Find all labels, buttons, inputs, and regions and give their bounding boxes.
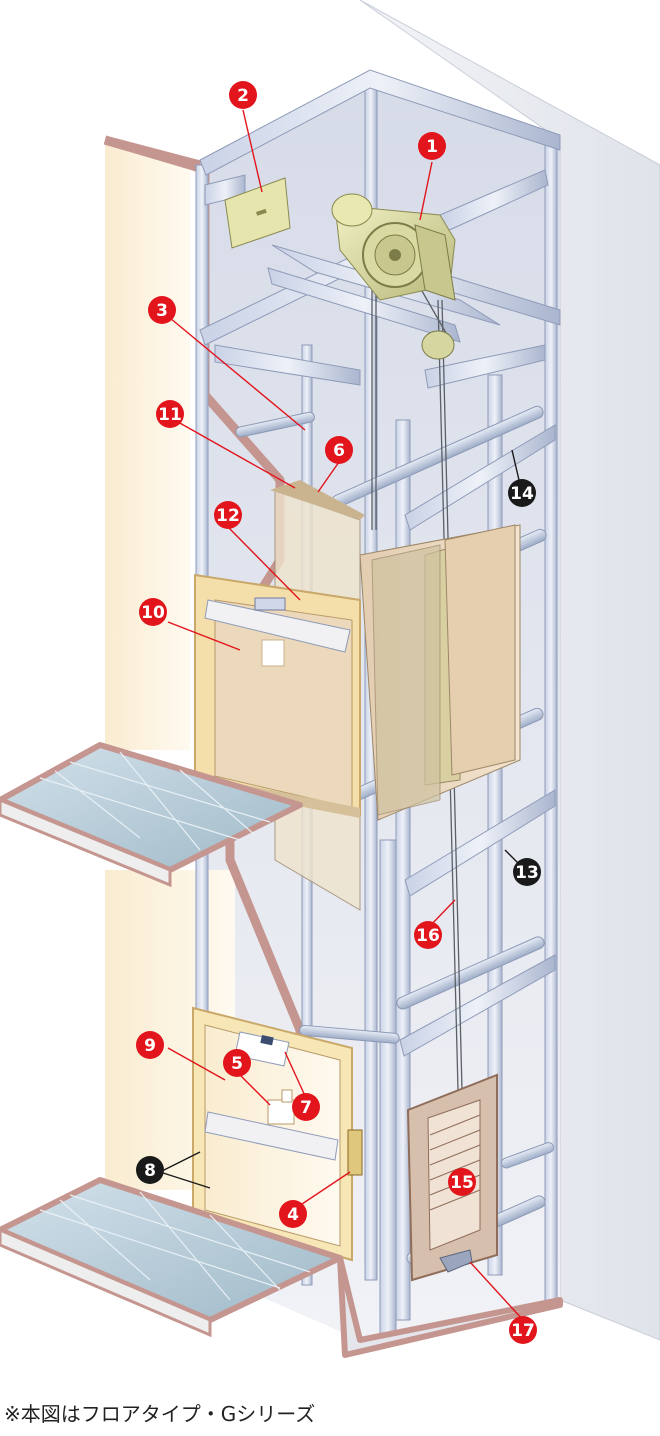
left-wall: [105, 140, 190, 750]
marker-number: 13: [515, 863, 539, 883]
marker-17: 17: [509, 1316, 537, 1344]
marker-number: 5: [231, 1054, 243, 1074]
marker-circle: [325, 436, 353, 464]
marker-number: 10: [141, 603, 165, 623]
marker-number: 1: [426, 137, 438, 157]
marker-number: 2: [237, 86, 249, 106]
marker-5: 5: [223, 1049, 251, 1077]
marker-number: 6: [333, 441, 345, 461]
marker-1: 1: [418, 132, 446, 160]
upper-floor-slab: [0, 742, 303, 888]
marker-circle: [156, 400, 184, 428]
marker-9: 9: [136, 1031, 164, 1059]
marker-number: 11: [158, 405, 182, 425]
marker-circle: [513, 858, 541, 886]
traction-machine: [331, 193, 456, 360]
marker-circle: [136, 1031, 164, 1059]
leader-lines: [167, 109, 524, 1321]
marker-3: 3: [148, 296, 176, 324]
marker-number: 17: [511, 1321, 535, 1341]
marker-13: 13: [513, 858, 541, 886]
lower-floor-slab: [0, 1177, 563, 1358]
marker-circle: [414, 921, 442, 949]
marker-12: 12: [214, 501, 242, 529]
marker-circle: [214, 501, 242, 529]
marker-number: 9: [144, 1036, 156, 1056]
marker-number: 16: [416, 926, 440, 946]
marker-2: 2: [229, 81, 257, 109]
marker-circle: [223, 1049, 251, 1077]
right-wall: [359, 0, 660, 1341]
marker-circle: [292, 1093, 320, 1121]
marker-4: 4: [279, 1200, 307, 1228]
marker-number: 3: [156, 301, 168, 321]
marker-16: 16: [414, 921, 442, 949]
figure-caption: ※本図はフロアタイプ・Gシリーズ: [4, 1402, 316, 1426]
marker-number: 12: [216, 506, 240, 526]
marker-number: 14: [510, 484, 534, 504]
marker-number: 15: [450, 1173, 474, 1193]
control-panel: [224, 177, 291, 249]
marker-number: 8: [144, 1161, 156, 1181]
marker-6: 6: [325, 436, 353, 464]
marker-11: 11: [156, 400, 184, 428]
marker-circle: [418, 132, 446, 160]
marker-circle: [136, 1156, 164, 1184]
marker-15: 15: [448, 1168, 476, 1196]
marker-circle: [139, 598, 167, 626]
marker-circle: [148, 296, 176, 324]
marker-circle: [229, 81, 257, 109]
marker-circle: [509, 1316, 537, 1344]
marker-14: 14: [508, 479, 536, 507]
marker-7: 7: [292, 1093, 320, 1121]
marker-circle: [448, 1168, 476, 1196]
marker-8: 8: [136, 1156, 164, 1184]
marker-number: 4: [287, 1205, 299, 1225]
marker-10: 10: [139, 598, 167, 626]
lower-landing-door: [192, 1006, 363, 1262]
upper-landing-door: [194, 573, 361, 818]
pit-buffer: [439, 1249, 473, 1273]
marker-circle: [508, 479, 536, 507]
marker-circle: [279, 1200, 307, 1228]
marker-number: 7: [300, 1098, 312, 1118]
